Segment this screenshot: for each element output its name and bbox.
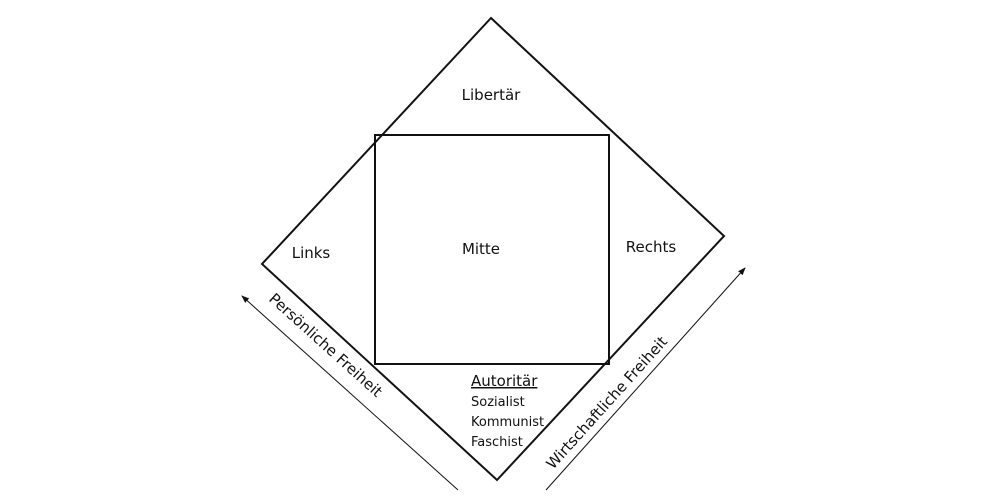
region-libertarian: Libertär — [462, 86, 522, 104]
bottom-item: Kommunist — [471, 415, 544, 430]
region-left: Links — [292, 244, 331, 262]
personal-freedom-arrow — [241, 295, 459, 491]
inner-square — [374, 134, 610, 365]
axis-label-personal-freedom: Persönliche Freiheit — [265, 290, 386, 401]
region-center: Mitte — [462, 240, 500, 258]
axis-label-economic-freedom: Wirtschaftliche Freiheit — [543, 333, 672, 473]
region-right: Rechts — [626, 238, 677, 256]
bottom-item: Sozialist — [471, 395, 525, 410]
region-authoritarian: Autoritär — [471, 372, 538, 390]
bottom-item: Faschist — [471, 435, 523, 450]
outer-diamond — [260, 16, 726, 482]
economic-freedom-arrow — [545, 267, 746, 491]
